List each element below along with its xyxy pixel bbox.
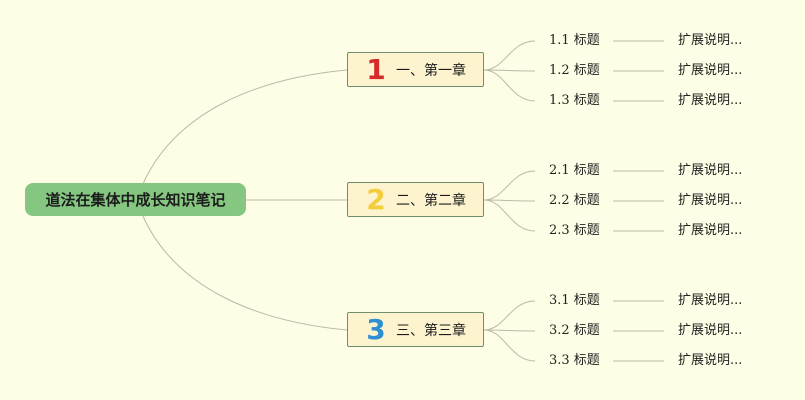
subtopic-2-2[interactable]: 2.2 标题	[549, 193, 600, 208]
subtopic-note-1-2[interactable]: 扩展说明...	[678, 63, 743, 78]
subtopic-note-3-2[interactable]: 扩展说明...	[678, 323, 743, 338]
root-topic[interactable]: 道法在集体中成长知识笔记	[25, 183, 246, 216]
chapter-number-1: 1	[366, 52, 386, 86]
edge-root-chapter-3	[141, 213, 348, 331]
subtopic-note-2-2[interactable]: 扩展说明...	[678, 193, 743, 208]
subtopic-note-3-1[interactable]: 扩展说明...	[678, 293, 743, 308]
chapter-number-2: 2	[366, 182, 386, 216]
edge-chapter-1-subtopic-2	[483, 69, 536, 72]
edge-chapter-2-subtopic-2	[483, 199, 536, 202]
edge-root-chapter-1	[141, 69, 348, 187]
subtopic-note-2-3[interactable]: 扩展说明...	[678, 223, 743, 238]
subtopic-1-3[interactable]: 1.3 标题	[549, 93, 600, 108]
chapter-node-1[interactable]: 1 一、第一章	[347, 52, 484, 87]
edge-chapter-1-subtopic-3	[483, 69, 536, 102]
edge-chapter-3-subtopic-3	[483, 329, 536, 362]
chapter-node-2[interactable]: 2 二、第二章	[347, 182, 484, 217]
subtopic-2-1[interactable]: 2.1 标题	[549, 163, 600, 178]
subtopic-note-1-3[interactable]: 扩展说明...	[678, 93, 743, 108]
chapter-label-1: 一、第一章	[396, 62, 466, 79]
subtopic-3-1[interactable]: 3.1 标题	[549, 293, 600, 308]
subtopic-note-1-1[interactable]: 扩展说明...	[678, 33, 743, 48]
root-topic-label: 道法在集体中成长知识笔记	[45, 191, 226, 209]
edge-chapter-3-subtopic-1	[483, 300, 536, 331]
subtopic-3-2[interactable]: 3.2 标题	[549, 323, 600, 338]
chapter-node-3[interactable]: 3 三、第三章	[347, 312, 484, 347]
subtopic-2-3[interactable]: 2.3 标题	[549, 223, 600, 238]
subtopic-note-3-3[interactable]: 扩展说明...	[678, 353, 743, 368]
edge-chapter-1-subtopic-1	[483, 40, 536, 71]
chapter-number-3: 3	[366, 312, 386, 346]
edge-chapter-3-subtopic-2	[483, 329, 536, 332]
edge-chapter-2-subtopic-3	[483, 199, 536, 232]
subtopic-3-3[interactable]: 3.3 标题	[549, 353, 600, 368]
subtopic-1-2[interactable]: 1.2 标题	[549, 63, 600, 78]
edge-chapter-2-subtopic-1	[483, 170, 536, 201]
subtopic-note-2-1[interactable]: 扩展说明...	[678, 163, 743, 178]
chapter-label-3: 三、第三章	[396, 322, 466, 339]
subtopic-1-1[interactable]: 1.1 标题	[549, 33, 600, 48]
chapter-label-2: 二、第二章	[396, 192, 466, 209]
